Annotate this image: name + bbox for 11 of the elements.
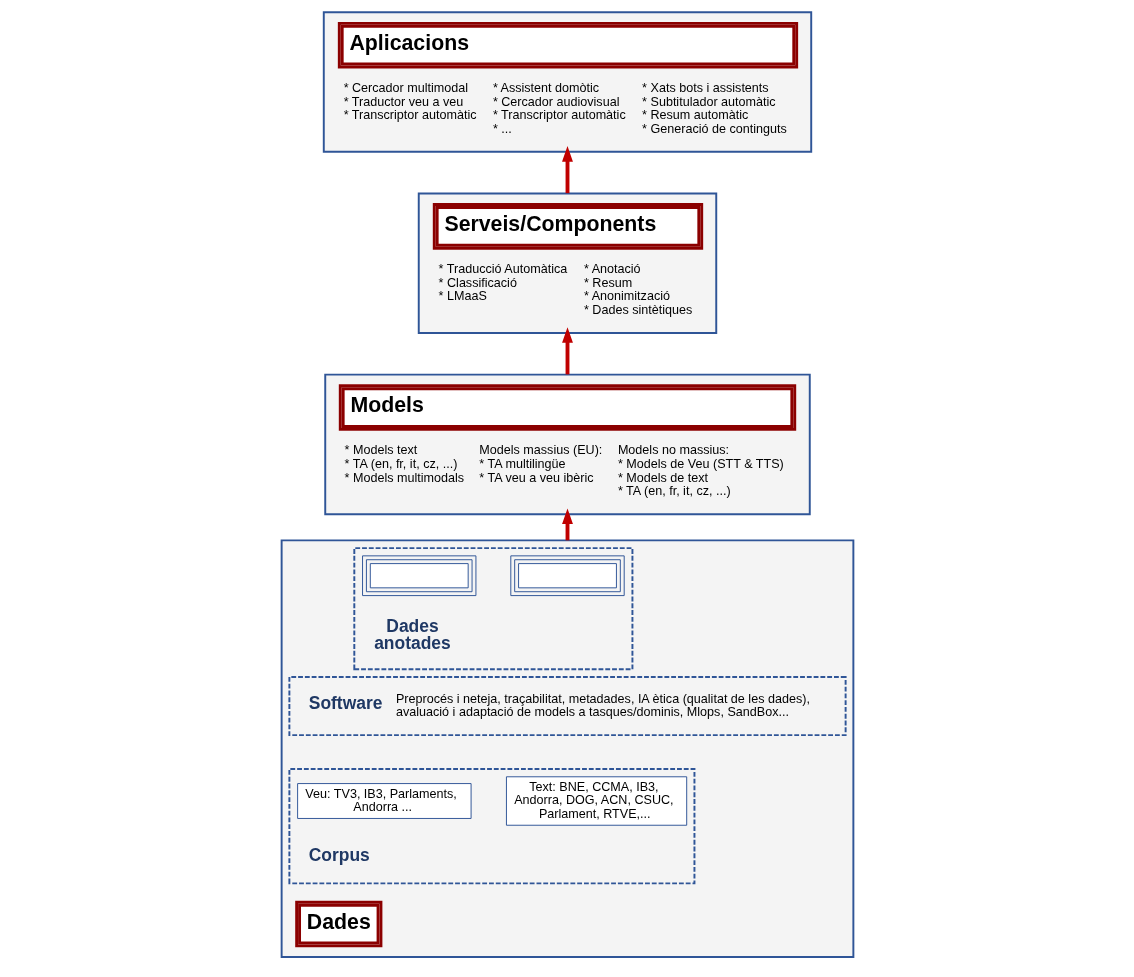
node-box: Software Preprocés i neteja, traçabilitat, metadades, IA ètica (qualitat de les dades), avaluació i adaptació de models a tasques/dominis, Mlops, SandBox... [287,676,847,737]
node-box [509,555,625,597]
arrow [561,146,573,194]
node-box: Models * Models text * TA (en, fr, it, cz, ...) * Models multimodals Models massius (EU): * TA multilingüe * TA veu a veu ibèric Models no massius: * Models de Veu (STT & TTS) * Models de text * TA (en, fr, it, cz, ...) [323,373,811,516]
cluster: Dades anotades [352,547,633,671]
arrow [561,327,573,375]
arrow [561,508,573,541]
node-box: Serveis/Components * Traducció Automàtica * Classificació * LMaaS * Anotació * Resum * Anonimització * Dades sintètiques [417,192,717,334]
node-box: Text: BNE, CCMA, IB3, Andorra, DOG, ACN, CSUC, Parlament, RTVE,... [505,776,687,826]
node-box: Aplicacions * Cercador multimodal * Traductor veu a veu * Transcriptor automàtic * Assistent domòtic * Cercador audiovisual * Transcriptor automàtic * ... * Xats bots i assistents * Subtitulador automàtic * Resum automàtic * Generació de continguts [322,11,812,153]
node-box: Veu: TV3, IB3, Parlaments, Andorra ... [296,783,472,819]
